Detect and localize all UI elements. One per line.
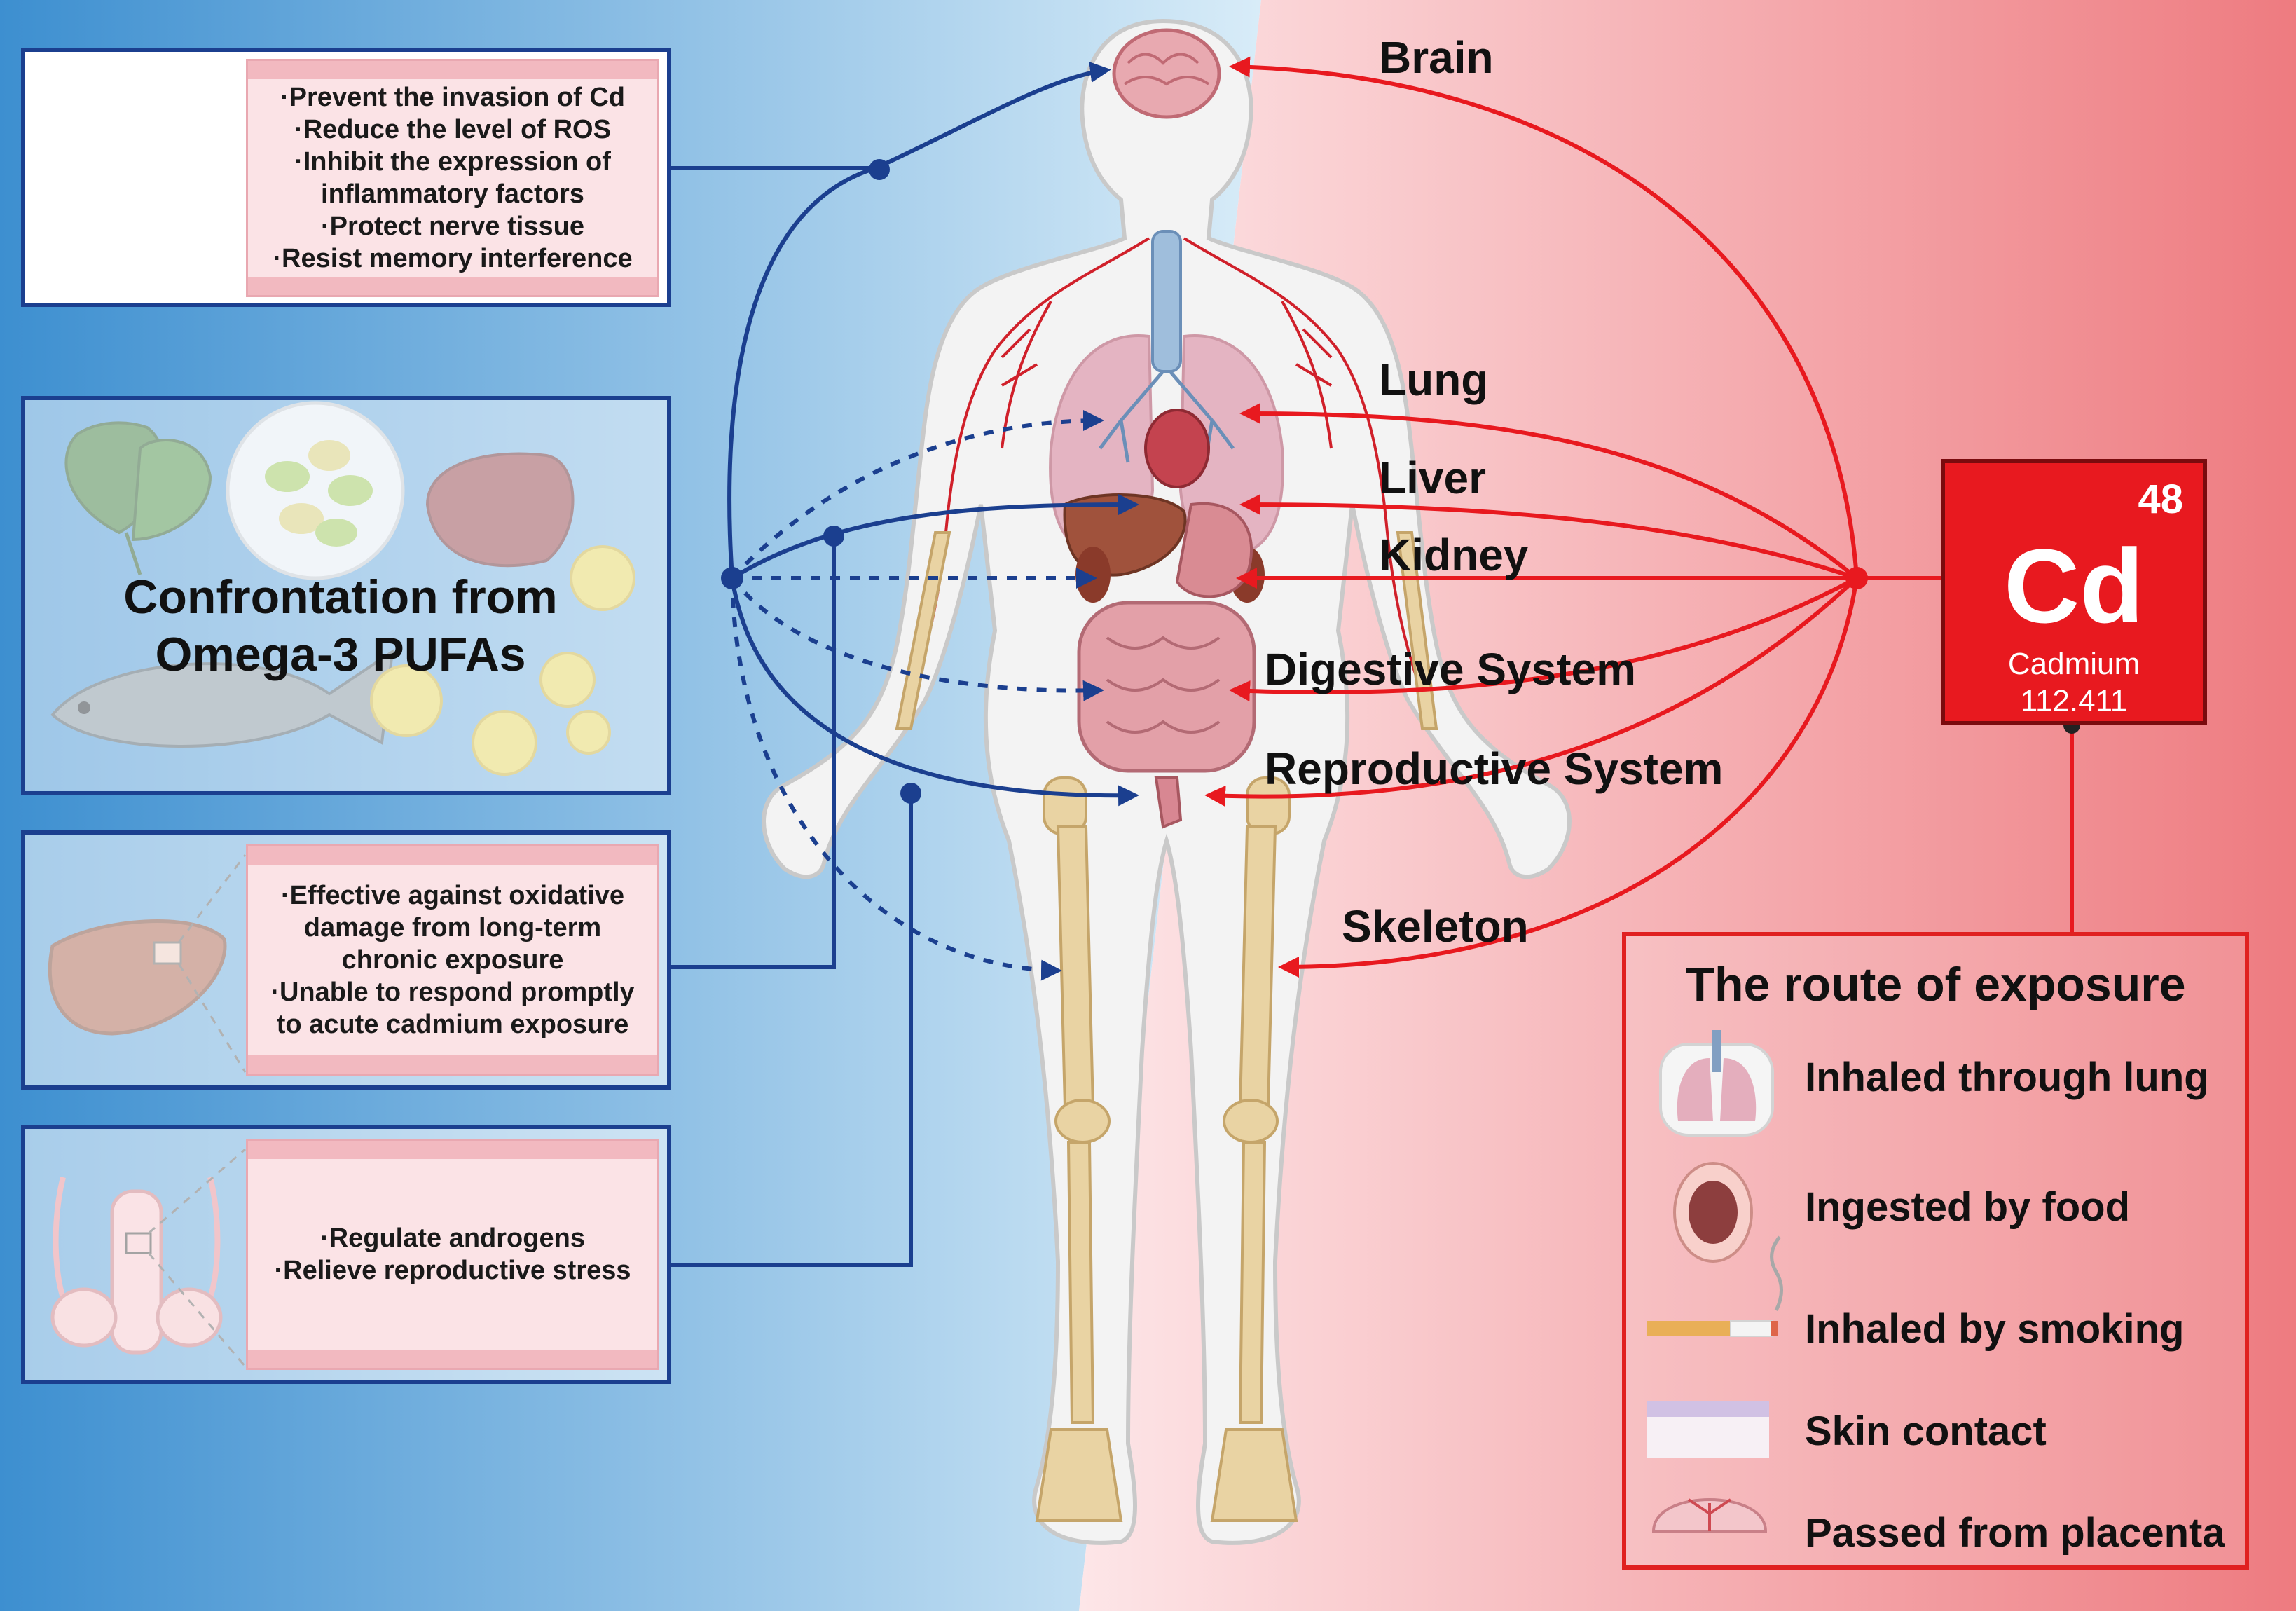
brain-organ [1112,28,1221,119]
omega3-title-line1: Confrontation from [123,570,558,624]
route-of-exposure-panel: The route of exposure Inhaled through lu… [1622,932,2249,1570]
placenta-icon [1651,1498,1768,1533]
cadmium-symbol: Cd [2004,527,2144,645]
effect-line: ·Regulate androgens [320,1223,585,1253]
cadmium-nodes [1845,567,1868,589]
effect-line: ·Reduce the level of ROS [294,115,611,144]
stomach-organ [1175,502,1253,598]
reproductive-effect-card: ·Regulate androgens ·Relieve reproductiv… [246,1139,659,1370]
heart-organ [1144,409,1210,488]
lungs-icon [1659,1030,1774,1137]
cadmium-connector-lines [1204,56,2074,978]
effect-line: ·Unable to respond promptly [270,978,635,1007]
route-item-food: Ingested by food [1805,1184,2130,1230]
organ-label-skeleton: Skeleton [1342,901,1529,952]
route-title: The route of exposure [1685,958,2186,1011]
cadmium-name: Cadmium [2007,647,2140,681]
skin-icon [1647,1401,1769,1458]
effect-line: ·Prevent the invasion of Cd [280,83,625,112]
mouth-icon [1673,1162,1753,1263]
effect-line: ·Inhibit the expression of [294,147,611,177]
cadmium-atomic-mass: 112.411 [2020,684,2128,718]
liver-effect-panel: ·Effective against oxidative damage from… [21,830,671,1090]
organ-label-digestive: Digestive System [1265,644,1637,694]
reproductive-organ [1154,776,1183,829]
route-item-placenta: Passed from placenta [1805,1510,2225,1556]
omega3-title-line2: Omega-3 PUFAs [155,628,526,681]
connector-nodes [721,159,921,804]
trachea-organ [1151,230,1182,373]
intestines-organ [1077,601,1256,773]
organ-label-brain: Brain [1379,32,1494,83]
brain-effect-panel: ·Prevent the invasion of Cd ·Reduce the … [21,48,671,307]
effect-line: chronic exposure [341,945,564,975]
effect-line: ·Protect nerve tissue [321,212,584,241]
route-item-skin: Skin contact [1805,1408,2047,1454]
omega3-title: Confrontation from Omega-3 PUFAs [95,568,586,683]
reproductive-effect-panel: ·Regulate androgens ·Relieve reproductiv… [21,1125,671,1384]
effect-line: ·Relieve reproductive stress [274,1256,631,1285]
cadmium-element-tile: 48 Cd Cadmium 112.411 [1941,459,2207,725]
effect-line: inflammatory factors [321,179,584,209]
liver-effect-card: ·Effective against oxidative damage from… [246,844,659,1076]
cigarette-icon [1647,1235,1783,1337]
organ-label-reproductive: Reproductive System [1265,743,1724,794]
brain-effect-card: ·Prevent the invasion of Cd ·Reduce the … [246,59,659,297]
route-item-lung: Inhaled through lung [1805,1055,2209,1100]
organ-label-liver: Liver [1379,453,1486,503]
effect-line: ·Resist memory interference [273,244,633,273]
organ-label-lung: Lung [1379,355,1489,405]
effect-line: ·Effective against oxidative [281,881,624,910]
cadmium-atomic-number: 48 [2138,477,2183,522]
effect-line: to acute cadmium exposure [276,1010,629,1039]
effect-line: damage from long-term [303,913,602,942]
route-item-smoking: Inhaled by smoking [1805,1306,2185,1352]
omega3-panel: Confrontation from Omega-3 PUFAs [21,396,671,795]
omega3-connector-lines [669,62,1139,1267]
organ-label-kidney: Kidney [1379,530,1529,580]
